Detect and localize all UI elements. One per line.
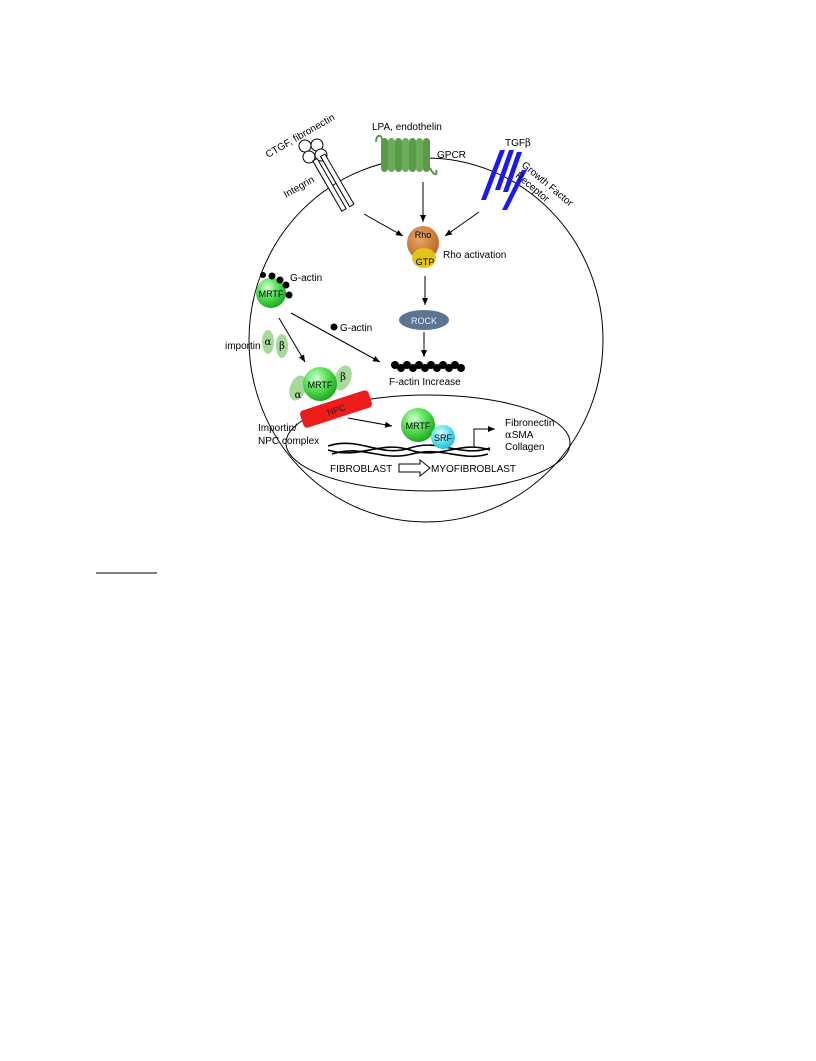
- tgfb-label: TGFβ: [505, 138, 531, 149]
- g-actin-label-mid: G-actin: [340, 323, 372, 334]
- srf-label: SRF: [434, 433, 453, 443]
- gpcr-label: GPCR: [437, 150, 466, 161]
- fibroblast-label: FIBROBLAST: [330, 464, 392, 475]
- import-beta-symbol: β: [340, 372, 346, 383]
- mrtf-gactin-complex: MRTF: [256, 272, 293, 308]
- mrtf-label-nuclear: MRTF: [406, 421, 431, 431]
- arrow-mrtf-factin: [290, 312, 381, 363]
- myofibroblast-label: MYOFIBROBLAST: [431, 464, 516, 475]
- growth-factor-label: Growth Factor Receptor: [511, 160, 576, 220]
- mrtf-importin-complex: MRTF α β: [289, 365, 352, 401]
- gpcr-receptor: [375, 134, 438, 176]
- f-actin-filament: [391, 361, 465, 372]
- g-actin-label-top: G-actin: [290, 273, 322, 284]
- mrtf-nuclear: [401, 408, 435, 442]
- transition-arrow: [398, 458, 431, 478]
- rho-label: Rho: [415, 230, 432, 240]
- sma-alpha-symbol: α: [505, 430, 512, 441]
- gtp-label: GTP: [416, 257, 435, 267]
- sma-label: SMA: [512, 430, 534, 441]
- growth-factor-receptor: [481, 150, 527, 210]
- integrin-receptor: [312, 153, 355, 212]
- arrow-npc-nucleus: [347, 417, 393, 428]
- arrow-mrtf-import: [278, 317, 306, 363]
- importin-beta-symbol: β: [279, 341, 285, 352]
- rho-gtp-complex: Rho GTP: [407, 226, 439, 268]
- importin-npc-label: Importin/ NPC complex: [258, 423, 319, 447]
- rho-activation-label: Rho activation: [443, 250, 506, 261]
- transcription-arrow: [473, 426, 495, 447]
- dna-strands: [327, 442, 491, 458]
- nucleus: [285, 394, 571, 492]
- integrin-label: Integrin: [282, 174, 316, 200]
- target-genes: Fibronectin αSMA Collagen: [505, 418, 557, 453]
- f-actin-label: F-actin Increase: [389, 377, 461, 388]
- srf-node: [431, 425, 455, 449]
- rock-label: ROCK: [411, 316, 437, 326]
- import-alpha-symbol: α: [295, 390, 302, 401]
- lpa-label: LPA, endothelin: [372, 122, 442, 133]
- npc-pore: NPC: [300, 390, 372, 428]
- rock-node: [399, 310, 449, 330]
- importin-alpha-beta: α β: [262, 330, 288, 358]
- g-actin-dot: [330, 323, 338, 331]
- arrow-gfr-rho: [444, 211, 480, 237]
- importin-label: importin: [225, 341, 261, 352]
- arrow-integrin-rho: [363, 213, 404, 237]
- importin-alpha-symbol: α: [265, 337, 272, 348]
- mrtf-label-top: MRTF: [259, 289, 284, 299]
- mrtf-label-import: MRTF: [308, 380, 333, 390]
